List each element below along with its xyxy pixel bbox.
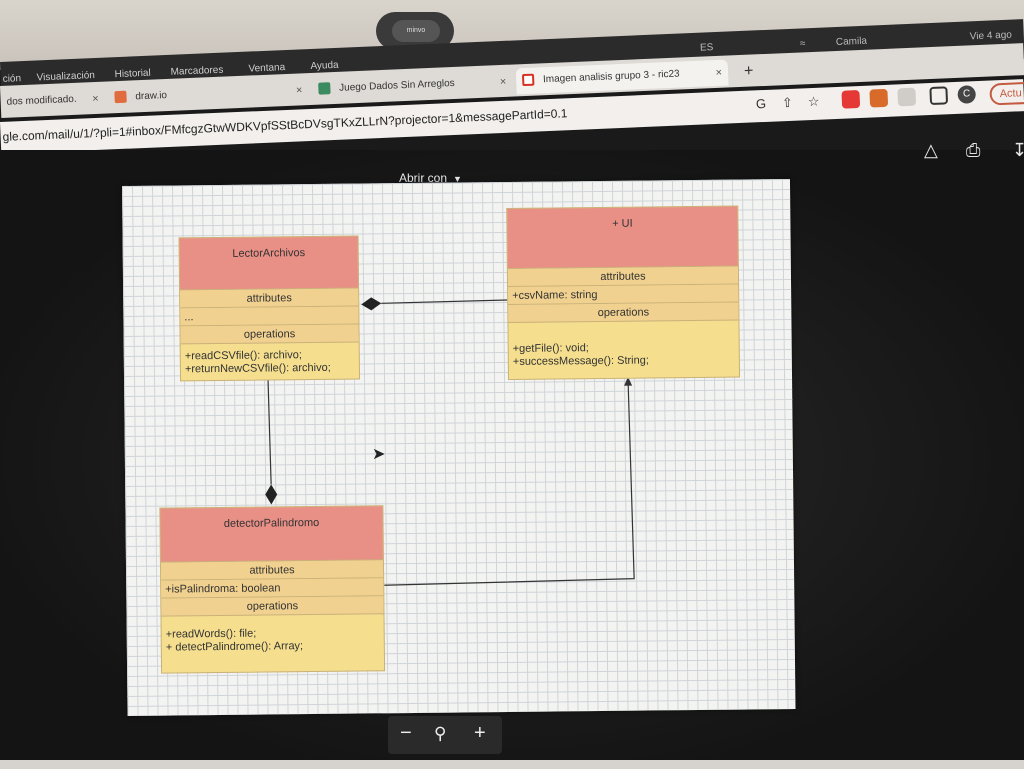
star-icon[interactable]: ☆ (807, 93, 820, 110)
close-icon[interactable]: × (91, 92, 99, 106)
close-icon[interactable]: × (295, 84, 303, 97)
magnifier-icon[interactable]: ⚲ (434, 724, 447, 743)
webcam-slider: minvo (392, 20, 440, 42)
class-name: LectorArchivos (179, 236, 359, 291)
caret-down-icon: ▼ (453, 174, 462, 184)
sheet-icon (318, 82, 331, 96)
attributes-label: attributes (507, 266, 739, 287)
tab-docs[interactable]: dos modificado. × (0, 86, 105, 116)
operations-list: +readCSVfile(): archivo; +returnNewCSVfi… (181, 343, 359, 383)
extension-fox-icon[interactable] (869, 88, 889, 108)
diagram-image: LectorArchivos attributes ... operations… (122, 179, 796, 716)
class-name: + UI (507, 206, 738, 269)
attribute: +isPalindroma: boolean (161, 578, 384, 599)
composition-diamond (361, 297, 382, 311)
close-icon[interactable]: × (715, 66, 723, 80)
operations-list: +getFile(): void; +successMessage(): Str… (508, 321, 739, 375)
wifi-icon[interactable]: ≈ (799, 38, 806, 50)
menu-item[interactable]: Ayuda (310, 59, 339, 72)
extension-tp-icon[interactable] (841, 89, 861, 109)
attributes-label: attributes (160, 560, 384, 581)
user-name[interactable]: Camila (835, 35, 868, 48)
drive-add-icon[interactable]: △ (924, 140, 938, 160)
menu-item[interactable]: Historial (114, 67, 151, 81)
uml-class-lectorarchivos[interactable]: LectorArchivos attributes ... operations… (178, 235, 361, 383)
composition-line (381, 299, 508, 304)
new-tab-button[interactable]: + (743, 62, 754, 80)
tab-juego-dados[interactable]: Juego Dados Sin Arreglos × (312, 69, 513, 103)
tab-label: dos modificado. (6, 93, 77, 108)
composition-line (267, 380, 272, 485)
operations-label: operations (161, 596, 384, 617)
tab-label: Imagen analisis grupo 3 - ric23 (542, 68, 680, 86)
open-with-label: Abrir con (399, 171, 448, 185)
laptop-bezel-bottom (0, 760, 1024, 769)
class-name: detectorPalindromo (160, 506, 383, 563)
operation: + detectPalindrome(): Array; (165, 640, 304, 654)
open-with-menu[interactable]: Abrir con ▼ (399, 171, 462, 185)
drawio-icon (114, 91, 127, 104)
zoom-in-button[interactable]: + (474, 722, 486, 744)
menu-item[interactable]: Ventana (248, 62, 286, 75)
attribute: ... (180, 306, 359, 327)
close-icon[interactable]: × (499, 75, 507, 89)
tab-label: Juego Dados Sin Arreglos (338, 77, 455, 94)
sidebar-icon[interactable] (929, 86, 949, 106)
tab-label: draw.io (135, 90, 168, 103)
update-button[interactable]: Actu (989, 81, 1024, 106)
input-language-badge[interactable]: ES (699, 42, 714, 54)
operation: +successMessage(): String; (512, 354, 649, 368)
composition-diamond (265, 484, 278, 505)
gmail-icon (521, 73, 535, 87)
zoom-controls: − ⚲ + (388, 716, 502, 754)
tab-gmail-image[interactable]: Imagen analisis grupo 3 - ric23 × (515, 59, 729, 95)
uml-class-ui[interactable]: + UI attributes +csvName: string operati… (506, 205, 741, 380)
operation: +returnNewCSVfile(): archivo; (184, 361, 331, 376)
share-icon[interactable]: ⇧ (781, 94, 794, 111)
menu-item[interactable]: ción (2, 73, 22, 85)
attribute: +csvName: string (508, 284, 739, 305)
arrow-head (624, 376, 633, 386)
operations-label: operations (508, 302, 739, 323)
mouse-cursor-icon: ➤ (372, 446, 386, 463)
tab-drawio[interactable]: draw.io × (108, 77, 309, 111)
attributes-label: attributes (180, 288, 359, 309)
puzzle-icon[interactable] (897, 87, 917, 107)
diagram-connectors (265, 297, 635, 586)
google-icon[interactable]: G (755, 95, 767, 112)
clock[interactable]: Vie 4 ago (969, 29, 1013, 43)
profile-avatar[interactable]: C (957, 85, 977, 104)
menu-item[interactable]: Marcadores (170, 64, 224, 78)
print-icon[interactable]: ⎙ (966, 140, 981, 160)
download-icon[interactable]: ↧ (1012, 140, 1024, 160)
operations-list: +readWords(): file; + detectPalindrome()… (162, 614, 384, 660)
zoom-out-button[interactable]: − (400, 722, 412, 744)
uml-class-detectorpalindromo[interactable]: detectorPalindromo attributes +isPalindr… (159, 505, 386, 674)
association-line (384, 380, 635, 586)
operations-label: operations (180, 324, 359, 345)
